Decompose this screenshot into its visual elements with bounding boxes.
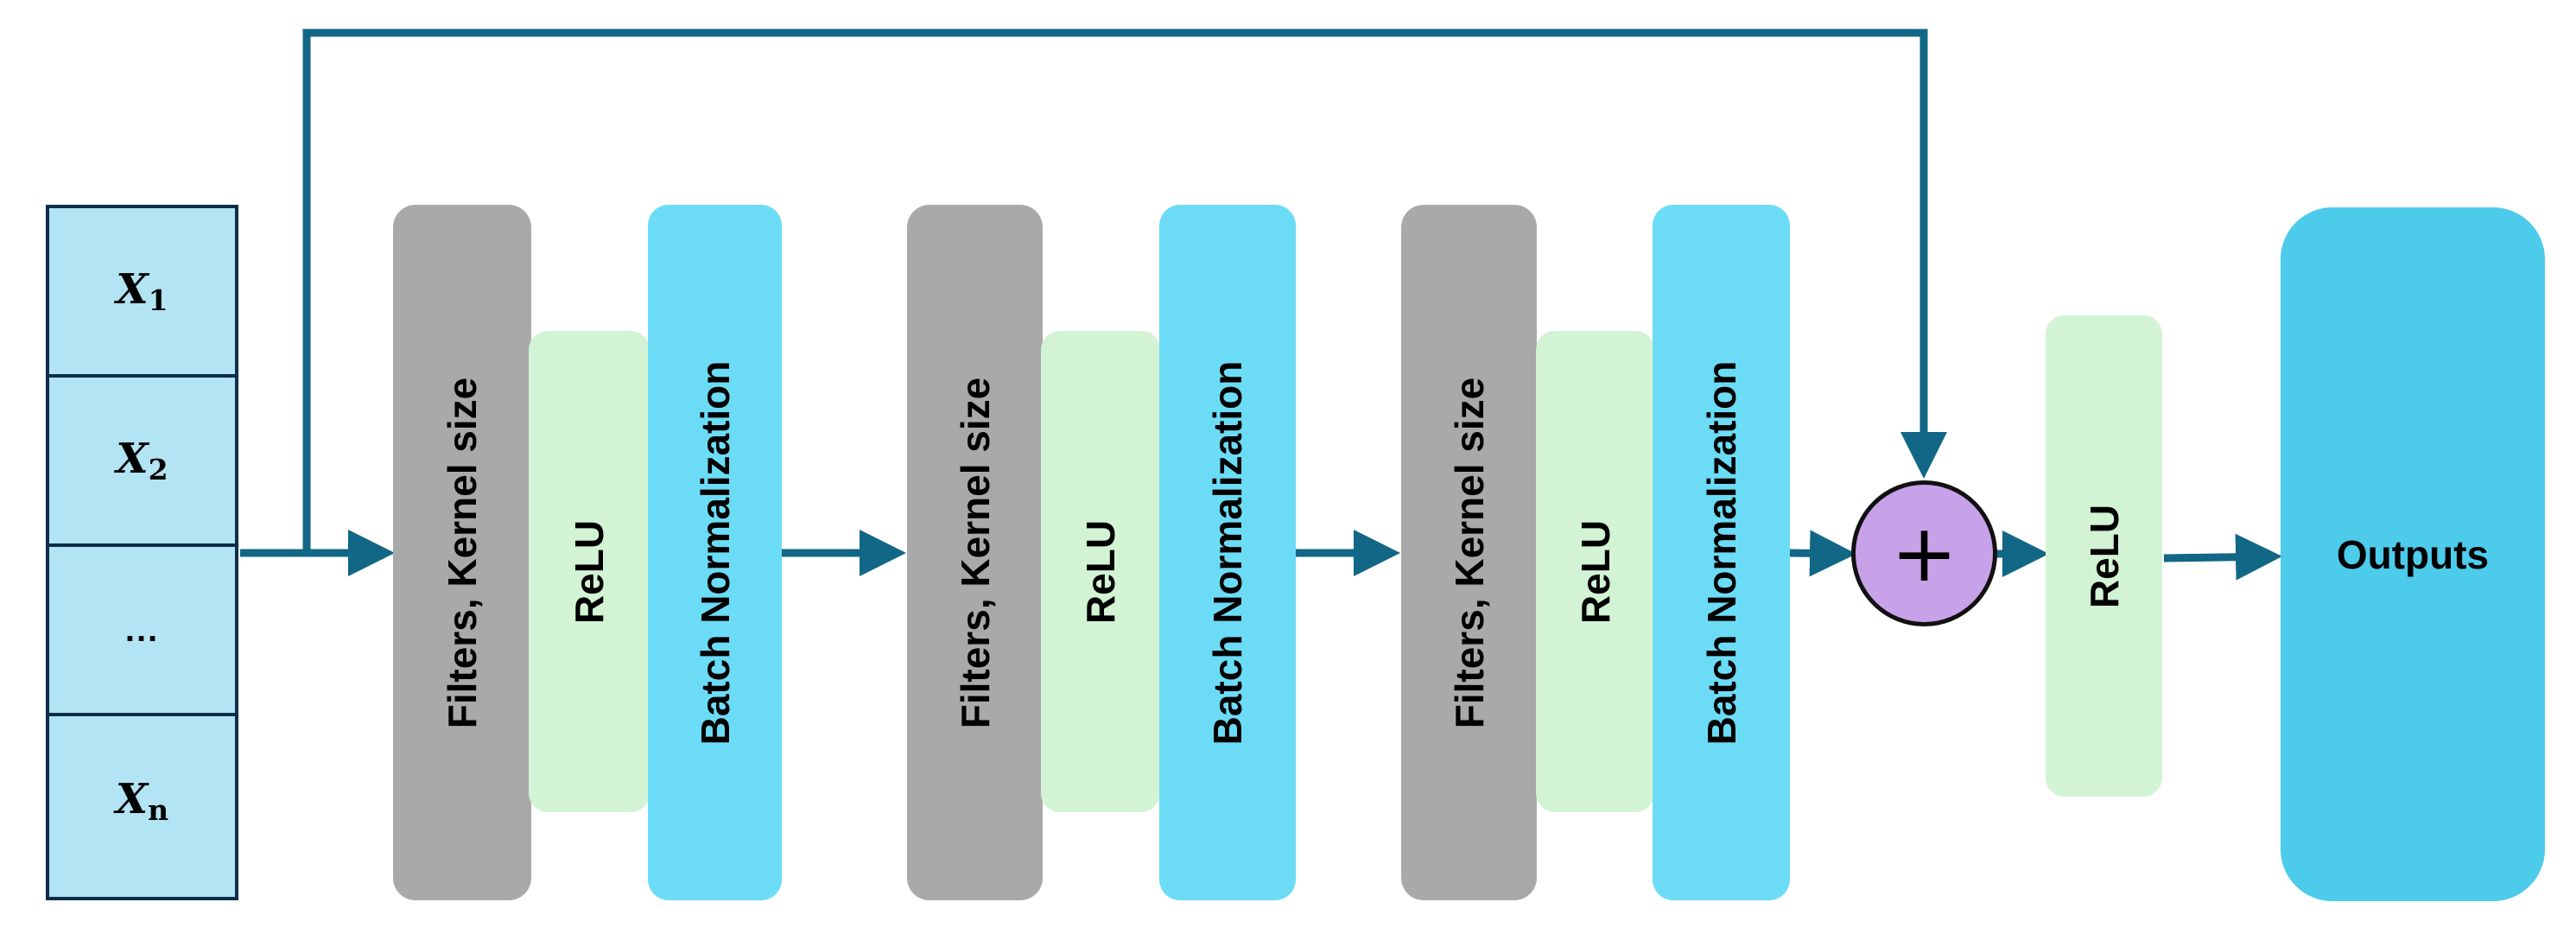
conv-block-2-label: Filters, Kernel size [952,377,998,728]
batch-norm-block-1: Batch Normalization [648,205,782,900]
relu-block-final: ReLU [2046,315,2162,797]
batch-norm-block-3-label: Batch Normalization [1698,360,1744,745]
plus-icon: + [1891,507,1957,600]
input-sequence: X1 X2 ... Xn [46,205,238,900]
input-xn: Xn [115,775,169,827]
batch-norm-block-2-label: Batch Normalization [1205,360,1250,745]
conv-block-1-label: Filters, Kernel size [440,377,485,728]
conv-block-1: Filters, Kernel size [393,205,531,900]
conv-block-3: Filters, Kernel size [1401,205,1537,900]
relu-block-3-label: ReLU [1572,519,1618,624]
batch-norm-block-2: Batch Normalization [1159,205,1296,900]
relu-block-2: ReLU [1041,331,1160,812]
outputs-block: Outputs [2281,207,2545,901]
arrow-bn3-to-adder [1789,530,1856,577]
conv-block-2: Filters, Kernel size [907,205,1043,900]
relu-block-1: ReLU [529,331,650,812]
relu-block-3: ReLU [1536,331,1654,812]
outputs-label: Outputs [2336,531,2490,577]
relu-block-2-label: ReLU [1078,519,1123,624]
relu-block-1-label: ReLU [567,519,612,624]
input-x2: X2 [49,378,235,547]
input-ellipsis: ... [49,547,235,716]
add-operation: + [1851,480,1997,626]
batch-norm-block-1-label: Batch Normalization [692,360,738,745]
relu-block-final-label: ReLU [2081,504,2127,608]
batch-norm-block-3: Batch Normalization [1653,205,1790,900]
skip-connection [302,29,1947,553]
arrow-relu-to-outputs [2163,533,2282,581]
input-x1: X1 [49,208,235,378]
conv-block-3-label: Filters, Kernel size [1446,377,1492,728]
